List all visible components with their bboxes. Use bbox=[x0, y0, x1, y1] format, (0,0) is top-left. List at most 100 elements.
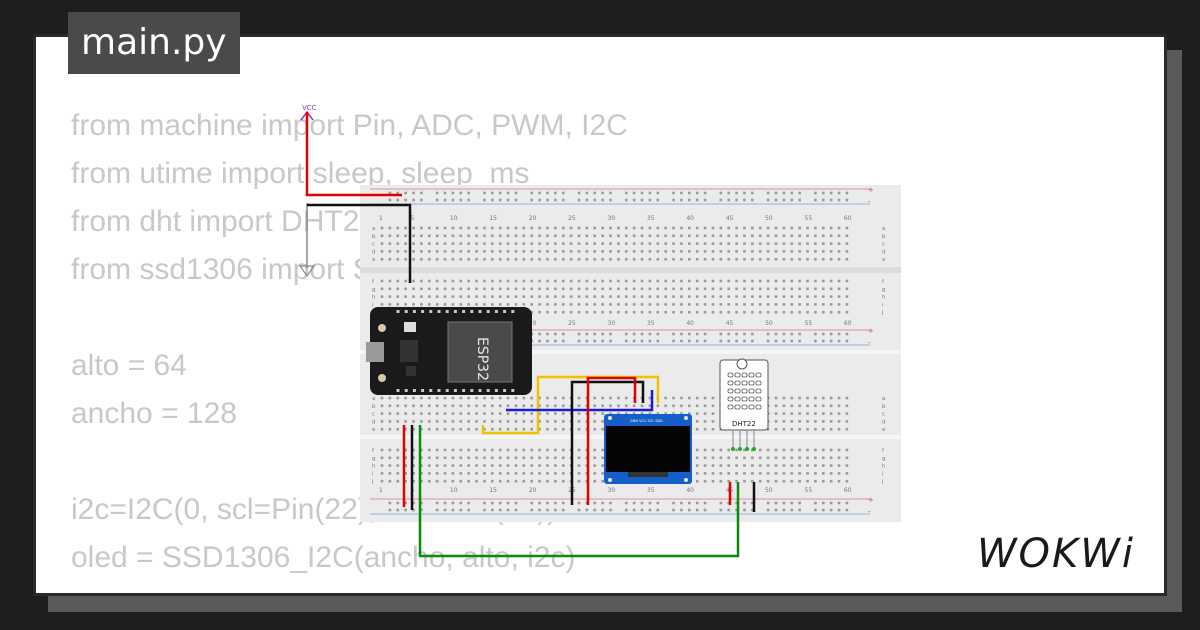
rail-hole bbox=[538, 198, 541, 202]
rail-hole bbox=[719, 501, 723, 505]
column-number: 25 bbox=[568, 320, 576, 327]
terminal-hole bbox=[585, 310, 589, 314]
rail-hole bbox=[530, 501, 534, 505]
breadboard-divider bbox=[360, 350, 901, 354]
terminal-hole bbox=[561, 456, 565, 460]
terminal-hole bbox=[624, 287, 628, 291]
terminal-hole bbox=[506, 472, 510, 475]
terminal-hole bbox=[821, 412, 825, 415]
dht22-grille-hole bbox=[741, 372, 748, 378]
terminal-hole bbox=[695, 404, 699, 408]
rail-hole bbox=[798, 332, 801, 336]
terminal-hole bbox=[554, 295, 557, 298]
file-tab-main-py[interactable]: main.py bbox=[68, 12, 240, 74]
terminal-hole bbox=[380, 396, 384, 400]
terminal-hole bbox=[656, 295, 660, 298]
terminal-hole bbox=[774, 250, 778, 253]
terminal-hole bbox=[522, 412, 526, 415]
terminal-hole bbox=[388, 279, 392, 283]
terminal-hole bbox=[514, 448, 518, 452]
terminal-hole bbox=[798, 464, 801, 467]
terminal-hole bbox=[491, 287, 494, 291]
terminal-hole bbox=[806, 257, 809, 261]
terminal-hole bbox=[751, 226, 754, 230]
terminal-hole bbox=[751, 310, 754, 314]
terminal-hole bbox=[427, 404, 431, 408]
terminal-hole bbox=[522, 234, 526, 238]
terminal-hole bbox=[798, 257, 801, 261]
rail-hole bbox=[790, 501, 794, 505]
terminal-hole bbox=[711, 472, 715, 475]
esp32-pin bbox=[486, 310, 490, 313]
terminal-hole bbox=[845, 404, 849, 408]
terminal-hole bbox=[451, 412, 455, 415]
terminal-hole bbox=[483, 396, 486, 400]
terminal-hole bbox=[782, 412, 786, 415]
terminal-hole bbox=[703, 310, 707, 314]
terminal-hole bbox=[601, 427, 604, 431]
terminal-hole bbox=[601, 287, 604, 291]
terminal-hole bbox=[837, 310, 841, 314]
terminal-hole bbox=[593, 257, 597, 261]
rail-hole bbox=[648, 191, 652, 195]
esp32-board[interactable]: ESP32 bbox=[366, 307, 532, 395]
terminal-hole bbox=[459, 250, 463, 253]
terminal-hole bbox=[624, 250, 628, 253]
terminal-hole bbox=[719, 448, 723, 452]
terminal-hole bbox=[751, 456, 754, 460]
terminal-hole bbox=[624, 226, 628, 230]
terminal-hole bbox=[443, 396, 447, 400]
terminal-hole bbox=[427, 303, 431, 306]
wire-blue-sda bbox=[506, 390, 654, 412]
terminal-hole bbox=[798, 420, 801, 423]
terminal-hole bbox=[821, 295, 825, 298]
terminal-hole bbox=[538, 479, 541, 483]
row-letter: f bbox=[372, 279, 375, 285]
rail-hole bbox=[396, 191, 400, 195]
terminal-hole bbox=[727, 226, 731, 230]
terminal-hole bbox=[601, 412, 604, 415]
terminal-hole bbox=[806, 427, 809, 431]
terminal-hole bbox=[735, 464, 738, 467]
terminal-hole bbox=[459, 257, 463, 261]
terminal-hole bbox=[459, 420, 463, 423]
rail-hole bbox=[774, 198, 778, 202]
terminal-hole bbox=[845, 412, 849, 415]
terminal-hole bbox=[688, 396, 691, 400]
dht22-sensor[interactable]: DHT22 bbox=[719, 358, 769, 451]
oled-display[interactable]: GND VCC SCL SDA bbox=[604, 414, 692, 484]
terminal-hole bbox=[514, 242, 518, 245]
rail-hole bbox=[609, 191, 612, 195]
code-line: from utime import sleep, sleep_ms bbox=[71, 157, 530, 190]
code-line: from dht import DHT22 bbox=[71, 205, 377, 238]
terminal-hole bbox=[758, 448, 762, 452]
terminal-hole bbox=[624, 404, 628, 408]
terminal-hole bbox=[380, 427, 384, 431]
terminal-hole bbox=[648, 234, 652, 238]
terminal-hole bbox=[435, 420, 439, 423]
terminal-hole bbox=[388, 412, 392, 415]
terminal-hole bbox=[435, 412, 439, 415]
terminal-hole bbox=[790, 404, 794, 408]
rail-hole bbox=[695, 501, 699, 505]
terminal-hole bbox=[530, 464, 534, 467]
rail-hole bbox=[593, 501, 597, 505]
terminal-hole bbox=[790, 250, 794, 253]
terminal-hole bbox=[420, 303, 423, 306]
terminal-hole bbox=[459, 404, 463, 408]
terminal-hole bbox=[522, 464, 526, 467]
terminal-hole bbox=[577, 257, 581, 261]
terminal-hole bbox=[814, 396, 817, 400]
terminal-hole bbox=[554, 287, 557, 291]
rail-hole bbox=[688, 339, 691, 343]
terminal-hole bbox=[593, 404, 597, 408]
wire-black-oled-gnd bbox=[570, 380, 645, 505]
terminal-hole bbox=[554, 226, 557, 230]
column-number: 45 bbox=[726, 215, 734, 222]
terminal-hole bbox=[380, 456, 384, 460]
terminal-hole bbox=[412, 295, 415, 298]
terminal-hole bbox=[491, 456, 494, 460]
terminal-hole bbox=[680, 279, 683, 283]
terminal-hole bbox=[388, 303, 392, 306]
